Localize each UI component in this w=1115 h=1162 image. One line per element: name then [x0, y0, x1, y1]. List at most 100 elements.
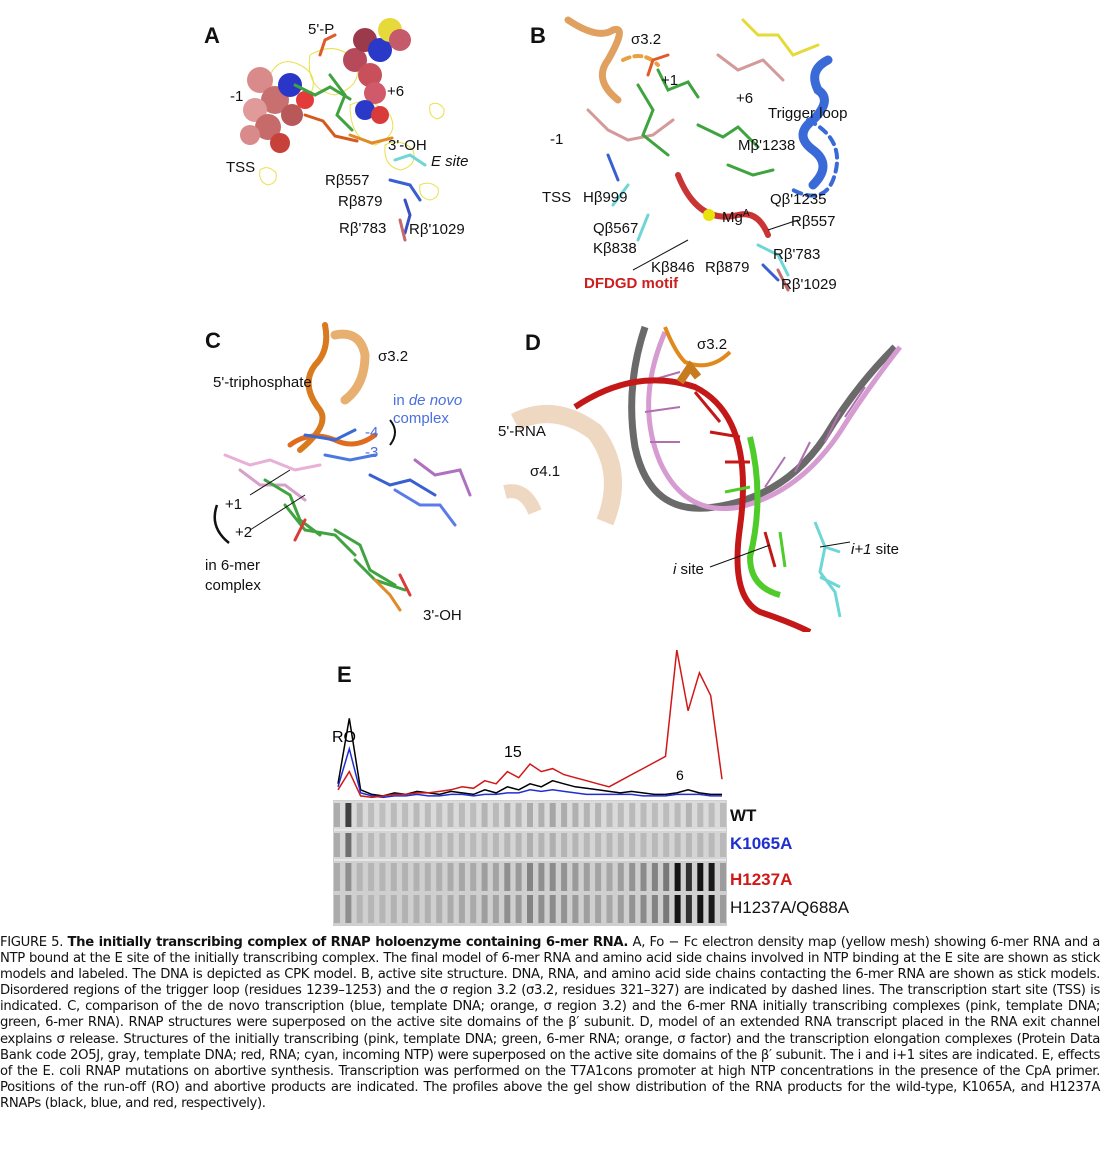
gel-band-lane2-34	[720, 863, 726, 891]
gel-band-lane3-27	[640, 895, 647, 923]
gel-band-lane1-7	[413, 833, 420, 857]
gel-band-lane3-24	[606, 895, 613, 923]
panel-a-letter: A	[204, 23, 220, 48]
gel-band-lane3-28	[651, 895, 658, 923]
gel-band-lane2-30	[674, 863, 681, 891]
gel-band-lane3-20	[561, 895, 568, 923]
gel-band-lane2-23	[595, 863, 602, 891]
gel-band-lane0-23	[595, 803, 602, 827]
b-dfdgd-label: DFDGD motif	[584, 275, 679, 292]
gel-band-lane0-14	[492, 803, 499, 827]
gel-band-lane3-16	[515, 895, 522, 923]
gel-band-lane2-17	[527, 863, 533, 891]
gel-band-lane3-10	[447, 895, 454, 923]
gel-band-lane3-17	[527, 895, 533, 923]
panel-c-structure	[213, 322, 472, 612]
gel-band-lane3-9	[436, 895, 443, 923]
profile-series-2	[337, 650, 723, 799]
lane-label-h1237a-q688a: H1237A/Q688A	[730, 898, 850, 917]
panel-b-structure	[564, 16, 839, 292]
gel-band-lane2-27	[640, 863, 647, 891]
gel-band-lane0-31	[685, 803, 692, 827]
b-sigma32-label: σ3.2	[631, 31, 662, 48]
d-sigma41-label: σ4.1	[530, 463, 561, 480]
gel-band-lane3-8	[424, 895, 431, 923]
caption-fig: FIGURE 5.	[0, 935, 68, 950]
gel-band-lane2-26	[629, 863, 636, 891]
gel-band-lane2-15	[504, 863, 511, 891]
gel-band-lane0-21	[572, 803, 579, 827]
gel-band-lane3-13	[481, 895, 488, 923]
gel-band-lane1-15	[504, 833, 511, 857]
caption-title: The initially transcribing complex of RN…	[67, 935, 629, 950]
gel-band-lane2-28	[651, 863, 658, 891]
gel-band-lane1-28	[651, 833, 658, 857]
gel-band-lane0-6	[402, 803, 409, 827]
gel-band-lane1-10	[447, 833, 454, 857]
a-tss-label: TSS	[226, 159, 256, 176]
c-complex2-label: complex	[205, 577, 261, 594]
gel-band-lane2-0	[334, 863, 340, 891]
gel-band-lane1-18	[538, 833, 545, 857]
gel-band-lane0-27	[640, 803, 647, 827]
gel-band-lane2-9	[436, 863, 443, 891]
gel-band-lane1-30	[674, 833, 681, 857]
c-in-prefix: in	[393, 392, 409, 409]
gel-band-lane1-4	[379, 833, 386, 857]
gel-band-lane2-7	[413, 863, 420, 891]
gel-band-lane1-6	[402, 833, 409, 857]
gel-band-lane1-31	[685, 833, 692, 857]
gel-band-lane0-10	[447, 803, 454, 827]
label-15: 15	[504, 744, 522, 761]
gel-band-lane3-25	[617, 895, 624, 923]
gel-band-lane1-29	[663, 833, 670, 857]
gel-band-lane3-15	[504, 895, 511, 923]
gel-band-lane3-32	[697, 895, 704, 923]
b-tss-label: TSS	[542, 189, 572, 206]
gel-band-lane0-19	[549, 803, 556, 827]
gel-band-lane1-19	[549, 833, 556, 857]
gel-band-lane2-3	[368, 863, 375, 891]
gel-band-lane3-5	[390, 895, 397, 923]
gel-band-lane2-4	[379, 863, 386, 891]
label-6: 6	[676, 767, 684, 783]
gel-band-lane3-3	[368, 895, 375, 923]
gel-band-lane0-26	[629, 803, 636, 827]
gel-band-lane1-3	[368, 833, 375, 857]
gel-band-lane2-14	[492, 863, 499, 891]
gel-band-lane3-31	[685, 895, 692, 923]
c-triphosphate-label: 5'-triphosphate	[213, 374, 312, 391]
a-rb879-label: Rβ879	[338, 193, 383, 210]
d-5rna-label: 5'-RNA	[498, 423, 546, 440]
gel-band-lane3-18	[538, 895, 545, 923]
c-plus2-label: +2	[235, 524, 253, 541]
gel-band-lane0-0	[334, 803, 340, 827]
gel-band-lane0-30	[674, 803, 681, 827]
gel-band-lane2-33	[708, 863, 715, 891]
c-plus1-label: +1	[225, 496, 243, 513]
gel-band-lane2-19	[549, 863, 556, 891]
gel-band-lane1-12	[470, 833, 477, 857]
gel-band-lane1-17	[527, 833, 533, 857]
b-mga-text: Mg	[722, 209, 743, 226]
a-3oh-label: 3'-OH	[388, 137, 427, 154]
gel-band-lane0-24	[606, 803, 613, 827]
gel-band-lane0-18	[538, 803, 545, 827]
d-i-suffix: site	[676, 561, 704, 578]
lane-label-k1065a: K1065A	[730, 834, 793, 853]
a-rb783-label: Rβ'783	[339, 220, 387, 237]
gel-band-lane2-12	[470, 863, 477, 891]
gel-bands	[334, 801, 726, 925]
gel-band-lane1-34	[720, 833, 726, 857]
a-plus6-label: +6	[387, 83, 405, 100]
c-complex-label: complex	[393, 410, 449, 427]
b-rb879-label: Rβ879	[705, 259, 750, 276]
gel-band-lane0-16	[515, 803, 522, 827]
gel-band-lane2-24	[606, 863, 613, 891]
gel-band-lane2-29	[663, 863, 670, 891]
label-ro: RO	[332, 729, 356, 746]
gel-band-lane3-2	[356, 895, 363, 923]
gel-band-lane3-12	[470, 895, 477, 923]
gel-band-lane1-22	[583, 833, 590, 857]
gel-band-lane3-21	[572, 895, 579, 923]
